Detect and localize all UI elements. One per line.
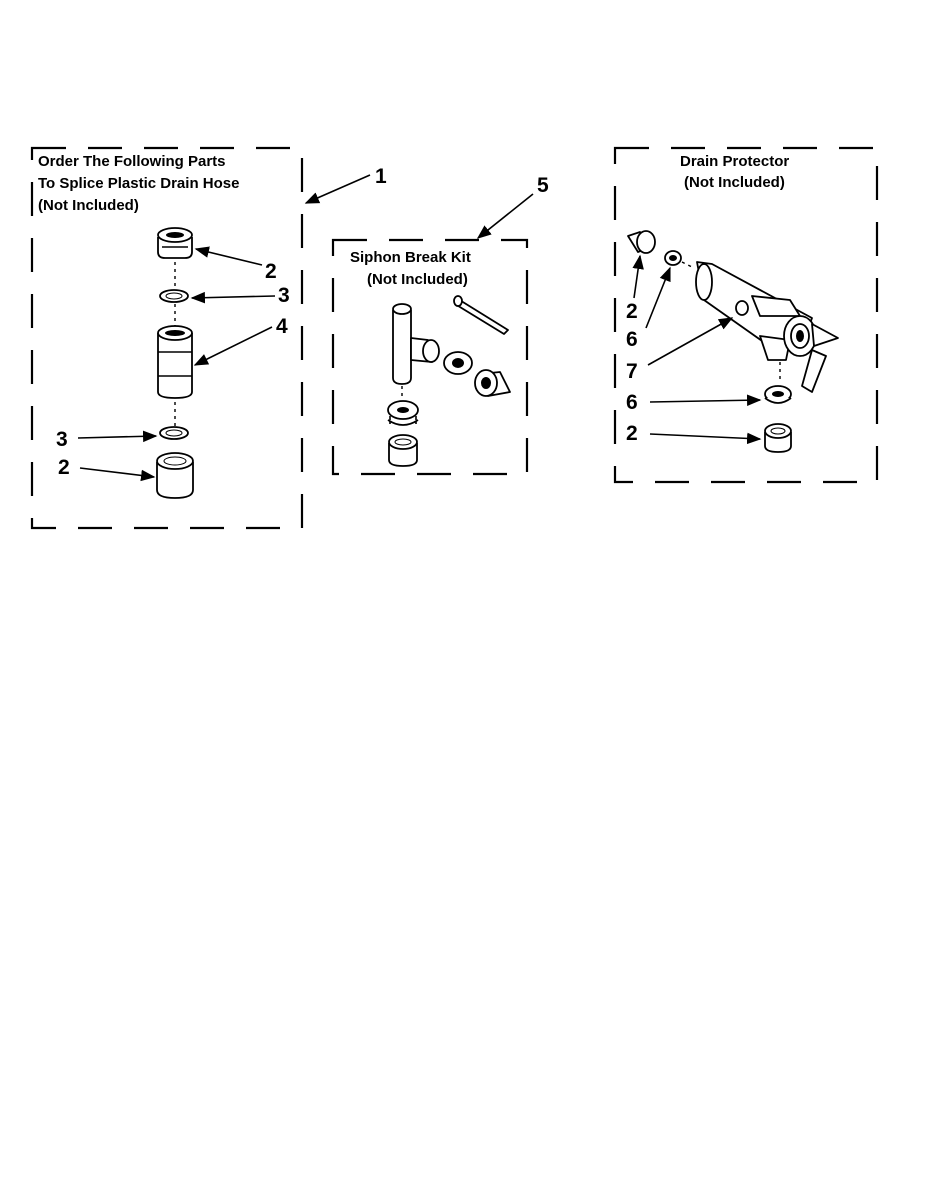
protector-body-part [695, 261, 839, 393]
protector-callout-7: 7 [626, 360, 638, 383]
siphon-side-connector-part [474, 369, 511, 397]
siphon-group-title-line-1: Siphon Break Kit [350, 249, 471, 266]
splice-callout-2-top: 2 [265, 260, 277, 283]
protector-washer-top-part [664, 250, 682, 266]
splice-group-title-line-2: To Splice Plastic Drain Hose [38, 175, 239, 192]
siphon-break-kit-group: Siphon Break Kit (Not Included) 5 [331, 174, 549, 476]
protector-group-title-line-1: Drain Protector [680, 153, 789, 170]
splice-group-title-line-3: (Not Included) [38, 197, 139, 214]
clamp-top-part [159, 289, 189, 303]
coupling-tube-part [157, 325, 193, 399]
siphon-lower-cap-part [388, 434, 418, 467]
adapter-top-part [157, 227, 193, 259]
protector-washer-bottom-part [764, 385, 792, 404]
siphon-group-number: 5 [537, 174, 549, 197]
siphon-group-border [331, 238, 529, 476]
splice-group-border [30, 146, 304, 530]
protector-callout-6-bottom: 6 [626, 391, 638, 414]
siphon-group-number-arrow [476, 193, 534, 239]
siphon-side-nut-part [443, 351, 473, 375]
protector-callout-6-top: 6 [626, 328, 638, 351]
splice-group-number: 1 [375, 165, 387, 188]
splice-callout-3-top: 3 [278, 284, 290, 307]
splice-group-title-line-1: Order The Following Parts [38, 153, 226, 170]
adapter-bottom-part [156, 452, 194, 499]
protector-group-border [613, 146, 879, 484]
splice-parts-group: Order The Following Parts To Splice Plas… [30, 146, 387, 530]
protector-cap-top-part [627, 230, 656, 254]
protector-callout-2-top: 2 [626, 300, 638, 323]
splice-callout-2-bottom: 2 [58, 456, 70, 479]
clamp-bottom-part [159, 426, 189, 440]
splice-group-number-arrow [304, 174, 371, 204]
siphon-pin-part [453, 295, 509, 335]
siphon-lower-nut-part [387, 400, 419, 426]
siphon-tee-part [392, 303, 440, 385]
protector-cap-bottom-part [764, 423, 792, 453]
protector-group-title-line-2: (Not Included) [684, 174, 785, 191]
splice-callout-3-bottom: 3 [56, 428, 68, 451]
drain-protector-group: Drain Protector (Not Included) [613, 146, 879, 484]
siphon-group-title-line-2: (Not Included) [367, 271, 468, 288]
protector-callout-2-bottom: 2 [626, 422, 638, 445]
splice-callout-4: 4 [276, 315, 288, 338]
